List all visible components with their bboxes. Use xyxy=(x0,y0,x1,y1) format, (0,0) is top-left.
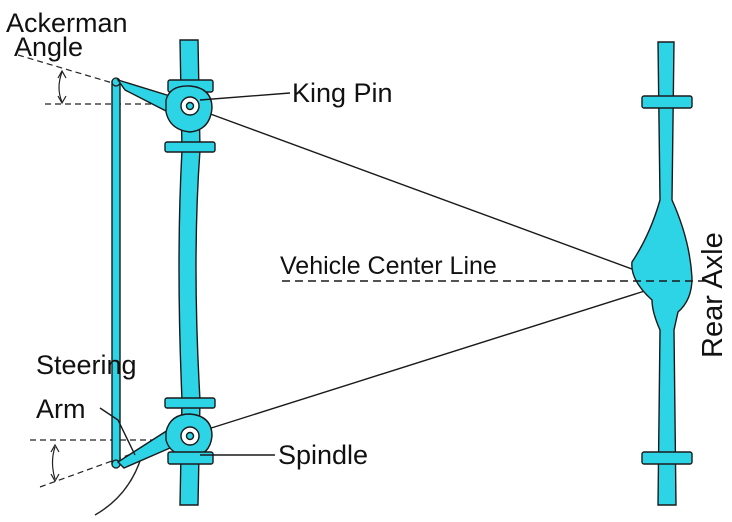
ackerman-angle-label-line2: Angle xyxy=(14,32,83,62)
top-steering-knuckle xyxy=(116,78,214,133)
steering-arm-label-line1: Steering xyxy=(36,350,137,380)
leader-lines xyxy=(99,92,291,456)
rear-axle xyxy=(631,41,693,506)
steering-arm-label-line2: Arm xyxy=(36,394,86,424)
front-axle xyxy=(164,39,216,506)
ackerman-angle-label-line1: Ackerman xyxy=(6,8,128,38)
bottom-steering-knuckle xyxy=(116,413,214,469)
rear-axle-label: Rear Axle xyxy=(697,232,729,358)
vehicle-center-line-label: Vehicle Center Line xyxy=(280,252,497,280)
spindle-label: Spindle xyxy=(278,440,368,470)
steering-convergence-lines xyxy=(204,111,671,431)
tie-rod xyxy=(111,77,121,469)
king-pin-label: King Pin xyxy=(292,78,393,108)
